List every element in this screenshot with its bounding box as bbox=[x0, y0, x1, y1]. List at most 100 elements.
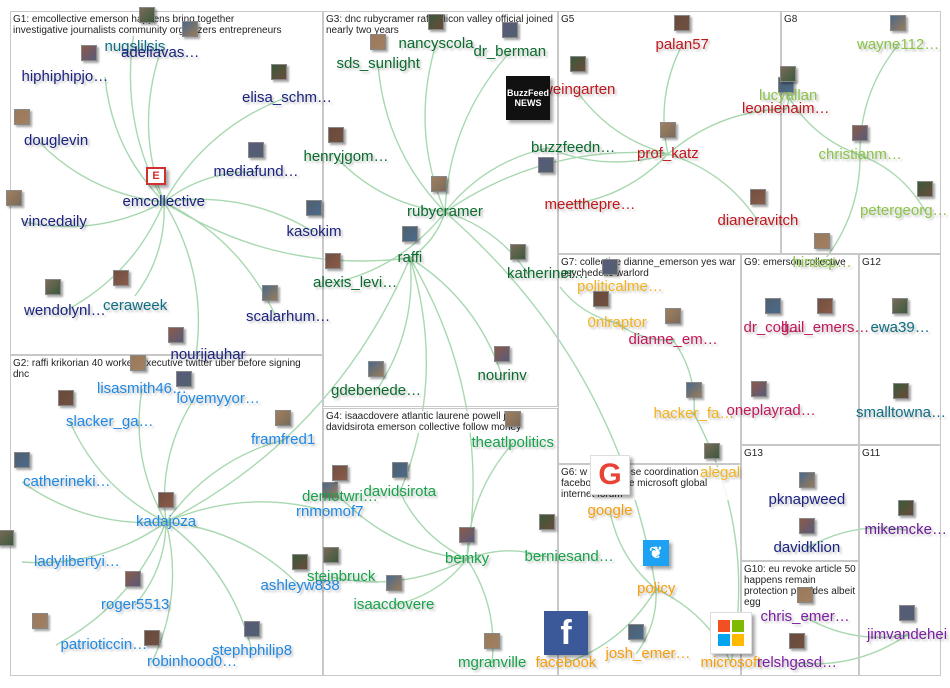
edge-buzzfeedn-to-rubycramer bbox=[444, 147, 549, 213]
edge-wendolynl-to-emcollective bbox=[64, 201, 165, 312]
group-title-g5: G5 bbox=[561, 14, 575, 25]
edge-sdssunlight-to-rubycramer bbox=[377, 63, 446, 213]
avatar-icon bbox=[244, 621, 260, 637]
edge-davidsirota-to-raffi bbox=[399, 257, 428, 493]
avatar-icon bbox=[306, 200, 322, 216]
edge-dianeravitch-to-profkatz bbox=[667, 153, 759, 222]
avatar-icon bbox=[814, 233, 830, 249]
avatar-icon bbox=[332, 465, 348, 481]
group-box-g1: G1: emcollective emerson happens bring t… bbox=[10, 11, 323, 355]
node-label: lovemyyor… bbox=[176, 390, 260, 407]
node-label: ashleyw838 bbox=[260, 577, 340, 594]
edge-alexislevi-to-rubycramer bbox=[332, 211, 446, 284]
avatar-icon bbox=[428, 14, 444, 30]
avatar-icon bbox=[14, 109, 30, 125]
edge-petergeorg-to-christianm bbox=[859, 154, 926, 212]
group-title-g9: G9: emerson collective bbox=[744, 257, 846, 268]
edge-henryjgom-to-rubycramer bbox=[335, 156, 446, 213]
edge-theatlpolitics-to-bemky bbox=[466, 442, 514, 560]
node-label: rnmomof7 bbox=[296, 503, 364, 520]
avatar-icon bbox=[176, 371, 192, 387]
microsoft-logo-icon bbox=[710, 612, 752, 654]
avatar-icon bbox=[789, 633, 805, 649]
edge-gdebenede-to-raffi bbox=[375, 257, 412, 392]
avatar-icon bbox=[431, 176, 447, 192]
node-label: mediafund… bbox=[213, 163, 299, 180]
edge-arrowhead bbox=[858, 153, 862, 157]
avatar-icon bbox=[899, 605, 915, 621]
edge-emcollective-to-raffi bbox=[163, 201, 411, 262]
node-label: douglevin bbox=[24, 132, 89, 149]
avatar-icon bbox=[494, 346, 510, 362]
node-label: kasokim bbox=[286, 223, 342, 240]
node-label: hinasp… bbox=[792, 254, 852, 271]
node-label: politicalme… bbox=[577, 278, 663, 295]
edge-isaacdovere-to-bemky bbox=[393, 558, 468, 606]
node-label: stephphilip8 bbox=[212, 642, 293, 659]
node-label: mgranville bbox=[458, 654, 527, 671]
edge-hiphiphipjo-to-emcollective bbox=[104, 76, 165, 203]
avatar-icon bbox=[765, 298, 781, 314]
avatar-icon bbox=[14, 452, 30, 468]
avatar-icon bbox=[750, 189, 766, 205]
node-label: dr_coll… bbox=[743, 319, 803, 336]
avatar-icon bbox=[58, 390, 74, 406]
node-label: theatlpolitics bbox=[471, 434, 555, 451]
avatar-icon bbox=[570, 56, 586, 72]
avatar-icon bbox=[292, 554, 308, 570]
edge-lucyallan-to-christianm bbox=[787, 95, 861, 156]
node-label: nugslilsis bbox=[104, 38, 166, 55]
edge-framfred1-to-kadajoza bbox=[165, 439, 284, 523]
avatar-icon bbox=[660, 122, 676, 138]
group-box-g2: G2: raffi krikorian 40 worked executive … bbox=[10, 355, 323, 676]
edge-arrowhead bbox=[443, 210, 447, 214]
edge-roger5513-to-kadajoza bbox=[134, 521, 167, 606]
group-box-g9: G9: emerson collective bbox=[741, 254, 859, 445]
node-label: davidklion bbox=[773, 539, 841, 556]
node-label: robinhood0… bbox=[147, 653, 238, 670]
node-label: lisasmith46… bbox=[97, 380, 188, 397]
edge-patrioticcin-to-kadajoza bbox=[55, 521, 167, 646]
avatar-icon bbox=[898, 500, 914, 516]
avatar-icon bbox=[392, 462, 408, 478]
avatar-icon bbox=[81, 45, 97, 61]
node-label: dianeravitch bbox=[717, 212, 799, 229]
avatar-icon bbox=[0, 530, 14, 546]
edge-wayne112-to-christianm bbox=[859, 44, 899, 156]
avatar-icon bbox=[113, 270, 129, 286]
avatar-icon bbox=[892, 298, 908, 314]
edge-berniesand-to-bemky bbox=[466, 550, 548, 560]
group-title-g2: G2: raffi krikorian 40 worked executive … bbox=[13, 358, 313, 380]
avatar-icon bbox=[322, 482, 338, 498]
node-label: nancyscola bbox=[398, 35, 474, 52]
edge-demotwri-to-bemky bbox=[339, 496, 468, 560]
node-label: google bbox=[587, 502, 633, 519]
edge-nourijauhar-to-emcollective bbox=[163, 201, 200, 356]
avatar-icon bbox=[370, 34, 386, 50]
edge-rnmomof7-to-kadajoza bbox=[165, 501, 331, 523]
node-label: sds_sunlight bbox=[336, 55, 420, 72]
node-label: patrioticcin… bbox=[60, 636, 148, 653]
edge-leonienaim-to-profkatz bbox=[667, 108, 787, 155]
edge-arrowhead bbox=[786, 94, 790, 98]
edge-raffi-to-rubycramer bbox=[409, 211, 446, 259]
node-label: dianne_em… bbox=[628, 331, 718, 348]
edge-joshemer-to-policy bbox=[635, 588, 657, 655]
node-label: katheriner… bbox=[507, 265, 589, 282]
node-label: framfred1 bbox=[251, 431, 316, 448]
avatar-icon bbox=[751, 381, 767, 397]
edge-rweingarten-to-profkatz bbox=[575, 89, 669, 155]
edge-hackerfa-to-dianneem bbox=[672, 339, 695, 415]
avatar-icon bbox=[158, 492, 174, 508]
edge-davidsirota-to-bemky bbox=[399, 491, 468, 560]
node-label: isaacdovere bbox=[353, 596, 435, 613]
avatar-icon bbox=[130, 355, 146, 371]
node-label: alexis_levi… bbox=[313, 274, 398, 291]
avatar-icon bbox=[505, 411, 521, 427]
node-label: smalltowna… bbox=[856, 404, 947, 421]
edge-kadajoza-to-raffi bbox=[165, 257, 411, 523]
avatar-icon bbox=[674, 15, 690, 31]
edge-chrisemer-to-jimvandehei bbox=[804, 616, 908, 639]
